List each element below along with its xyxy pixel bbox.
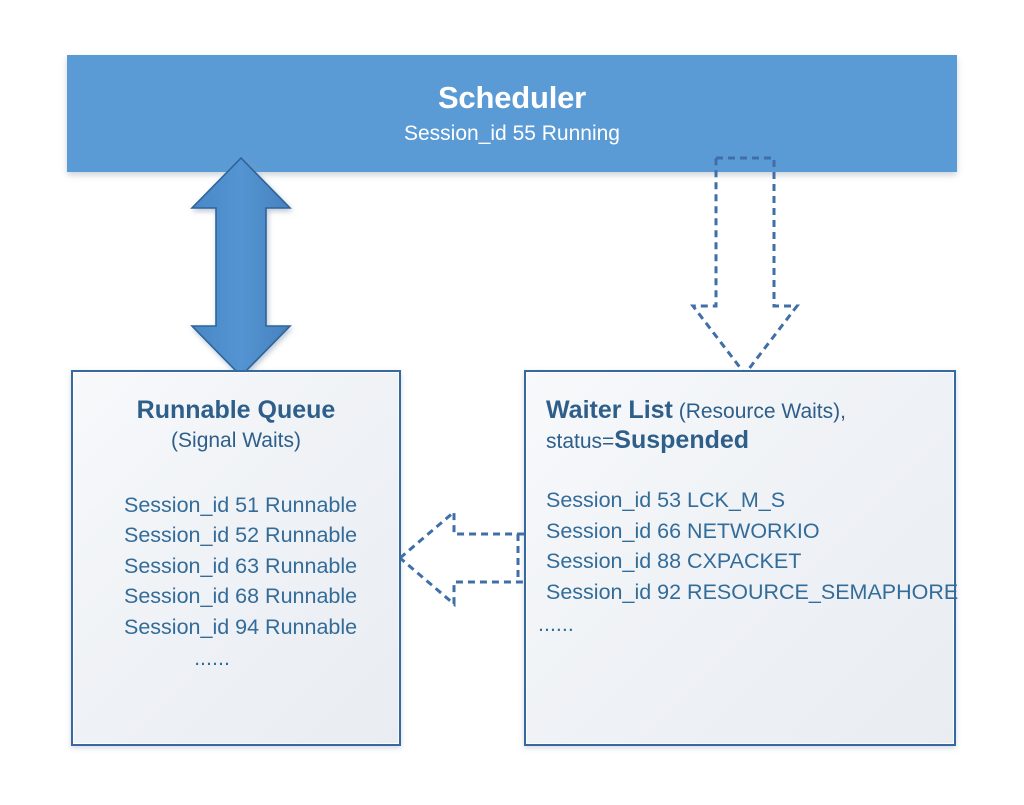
waiter-list-ellipsis: ...... (538, 612, 574, 637)
runnable-queue-title: Runnable Queue (136, 396, 336, 424)
waiter-list-items: Session_id 53 LCK_M_S Session_id 66 NETW… (538, 485, 959, 607)
runnable-queue-content: Runnable Queue (Signal Waits) Session_id… (73, 372, 399, 744)
list-item: Session_id 53 LCK_M_S (546, 488, 786, 512)
scheduler-bar: Scheduler Session_id 55 Running (67, 55, 957, 172)
waiter-list-panel: Waiter List (Resource Waits), status=Sus… (524, 370, 959, 746)
waiter-list-title-suffix: (Resource Waits), (672, 400, 846, 423)
list-item: Session_id 52 Runnable (124, 523, 358, 548)
list-item: Session_id 92 RESOURCE_SEMAPHORE (546, 579, 959, 604)
waiter-list-status-line: status=Suspended (546, 426, 942, 456)
dashed-down-arrow-icon (689, 156, 801, 377)
list-item: Session_id 68 Runnable (124, 584, 358, 609)
status-badge: Suspended (614, 425, 750, 454)
runnable-queue-ellipsis: ...... (194, 646, 230, 671)
runnable-queue-header: Runnable Queue (Signal Waits) (85, 396, 387, 454)
list-item: Session_id 63 Runnable (124, 553, 358, 578)
runnable-queue-list: Session_id 51 Runnable Session_id 52 Run… (85, 490, 387, 643)
runnable-queue-panel: Runnable Queue (Signal Waits) Session_id… (71, 370, 401, 746)
waiter-list-title: Waiter List (546, 396, 673, 424)
list-item: Session_id 88 CXPACKET (546, 549, 802, 574)
waiter-list-content: Waiter List (Resource Waits), status=Sus… (526, 372, 959, 744)
waiter-list-status-label: status= (546, 429, 615, 453)
dashed-left-arrow-icon (397, 508, 534, 608)
waiter-list-header: Waiter List (Resource Waits), status=Sus… (538, 396, 942, 455)
list-item: Session_id 66 NETWORKIO (546, 518, 820, 543)
waiter-list-title-line: Waiter List (Resource Waits), (546, 396, 942, 426)
list-item: Session_id 51 Runnable (124, 492, 358, 517)
scheduler-subtitle: Session_id 55 Running (404, 121, 620, 145)
double-headed-arrow-icon (190, 156, 292, 378)
runnable-queue-subtitle: (Signal Waits) (171, 428, 301, 452)
scheduler-title: Scheduler (437, 80, 587, 116)
list-item: Session_id 94 Runnable (124, 614, 358, 639)
